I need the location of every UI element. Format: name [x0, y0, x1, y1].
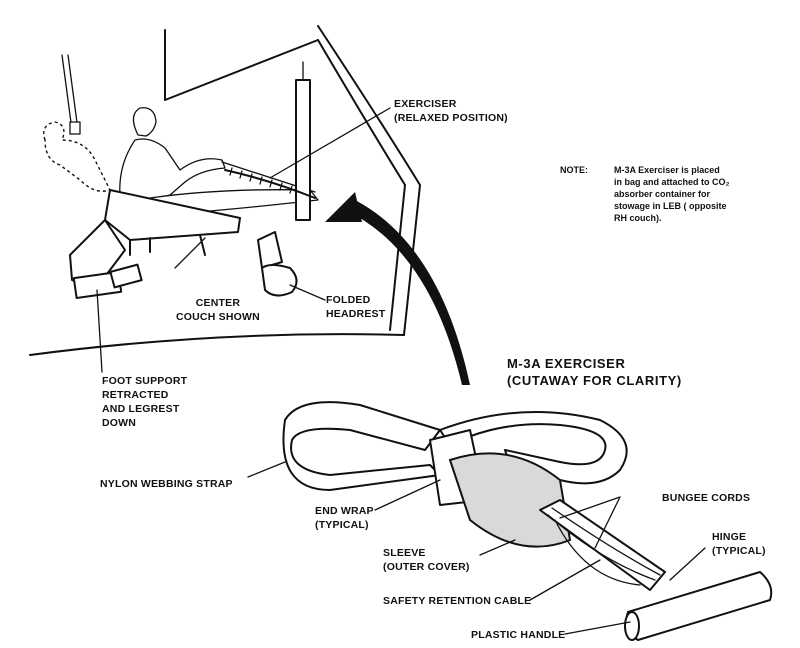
label-plastic-handle: PLASTIC HANDLE	[471, 629, 566, 641]
leader-bungee-1	[559, 496, 621, 519]
note-line: RH couch).	[614, 213, 662, 223]
label-line: HINGE	[712, 531, 747, 543]
label-line: (OUTER COVER)	[383, 561, 470, 573]
label-folded-headrest: FOLDED HEADREST	[326, 293, 385, 321]
big-arrow-head	[325, 192, 362, 222]
note-line: in bag and attached to CO₂	[614, 177, 730, 187]
label-line: FOLDED	[326, 294, 371, 306]
note-head: NOTE:	[560, 165, 588, 175]
label-line: CENTER	[195, 297, 241, 309]
label-safety-cable: SAFETY RETENTION CABLE	[383, 595, 532, 607]
cabin-floor-curve	[29, 333, 405, 356]
title-line: (CUTAWAY FOR CLARITY)	[507, 373, 682, 388]
leader-plastic-handle	[564, 621, 631, 635]
ghost-figure	[43, 121, 111, 192]
label-line: SLEEVE	[383, 547, 426, 559]
hanging-strap-clip	[69, 121, 81, 135]
astronaut-figure	[119, 107, 319, 216]
cabin-wall-top	[164, 39, 319, 101]
leader-safety	[529, 559, 601, 601]
note-block: NOTE: M-3A Exerciser is placed in bag an…	[560, 164, 730, 224]
leader-foot-support	[96, 289, 103, 373]
label-line: COUCH SHOWN	[176, 311, 260, 323]
label-line: RETRACTED	[102, 389, 169, 401]
exerciser-cutaway	[282, 401, 773, 641]
cabin-wall-right-inner	[317, 39, 406, 331]
label-bungee-cords: BUNGEE CORDS	[662, 492, 751, 504]
label-line: (RELAXED POSITION)	[394, 112, 508, 124]
title-line: M-3A EXERCISER	[507, 356, 626, 371]
exerciser-post	[295, 79, 311, 221]
note-line: stowage in LEB ( opposite	[614, 201, 727, 211]
label-line: (TYPICAL)	[315, 519, 369, 531]
leader-headrest	[289, 284, 326, 301]
label-line: FOOT SUPPORT	[102, 375, 188, 387]
big-arrow-curve	[345, 200, 470, 385]
label-foot-support: FOOT SUPPORT RETRACTED AND LEGREST DOWN	[102, 374, 187, 430]
label-sleeve: SLEEVE (OUTER COVER)	[383, 546, 470, 574]
label-line: HEADREST	[326, 308, 386, 320]
label-hinge: HINGE (TYPICAL)	[712, 530, 766, 558]
label-line: (TYPICAL)	[712, 545, 766, 557]
leader-center-couch	[174, 237, 206, 269]
leader-end-wrap	[374, 479, 441, 511]
leader-hinge	[669, 547, 706, 581]
label-center-couch: CENTER COUCH SHOWN	[176, 296, 260, 324]
leader-bungee-2	[594, 496, 621, 549]
label-line: END WRAP	[315, 505, 374, 517]
cabin-wall-right-outer	[317, 25, 421, 336]
label-line: AND LEGREST	[102, 403, 180, 415]
couch	[69, 189, 241, 299]
leader-nylon	[247, 461, 286, 478]
label-line: EXERCISER	[394, 98, 457, 110]
leader-exerciser	[269, 107, 391, 179]
label-line: DOWN	[102, 417, 137, 429]
exerciser-cord	[224, 169, 316, 199]
note-line: absorber container for	[614, 189, 711, 199]
hanging-strap	[61, 54, 79, 131]
folded-headrest	[257, 231, 298, 297]
label-end-wrap: END WRAP (TYPICAL)	[315, 504, 374, 532]
leader-sleeve	[479, 539, 516, 556]
diagram-title: M-3A EXERCISER (CUTAWAY FOR CLARITY)	[507, 355, 682, 389]
exerciser-in-use	[224, 61, 316, 221]
label-exerciser-relaxed: EXERCISER (RELAXED POSITION)	[394, 97, 508, 125]
note-line: M-3A Exerciser is placed	[614, 165, 720, 175]
label-nylon-strap: NYLON WEBBING STRAP	[100, 478, 233, 490]
